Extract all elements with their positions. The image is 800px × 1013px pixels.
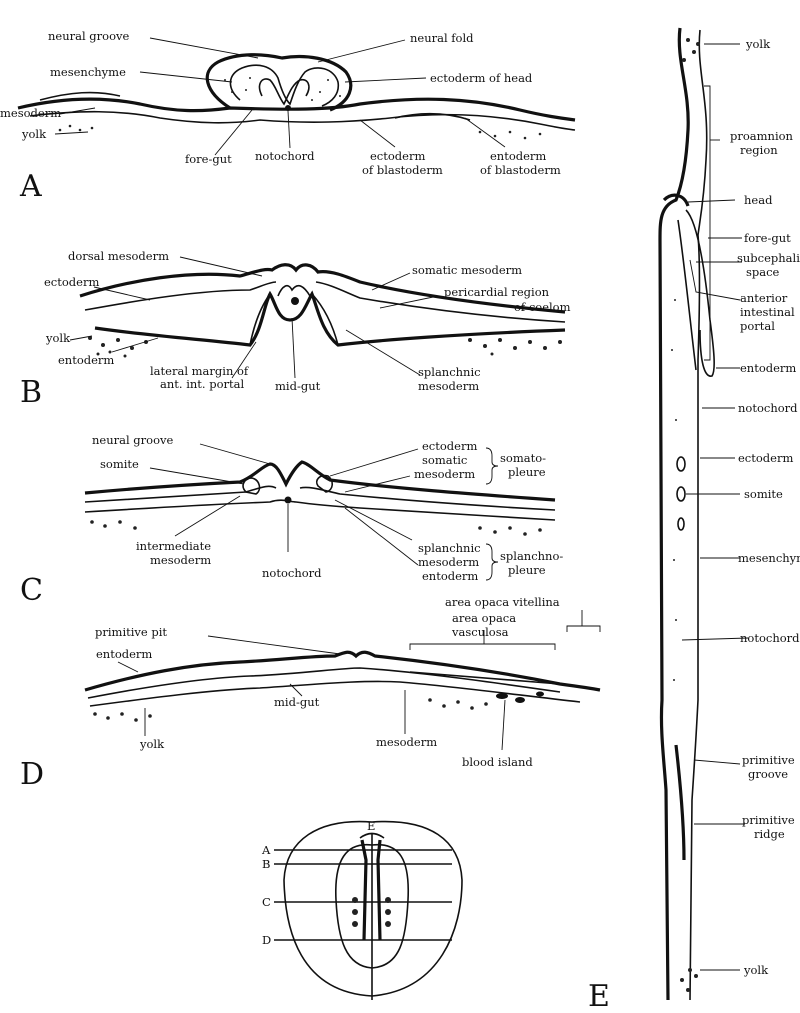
label-e-anterior-1: anterior [740, 291, 788, 305]
label-e-yolk-bottom: yolk [743, 963, 769, 977]
label-e-fore-gut: fore-gut [744, 231, 791, 245]
label-a-neural-groove: neural groove [48, 29, 130, 43]
label-e-proamnion-2: region [740, 143, 778, 157]
label-e-anterior-3: portal [740, 319, 775, 333]
label-e-ectoderm: ectoderm [738, 451, 793, 465]
label-c-intermediate-2: mesoderm [150, 553, 211, 567]
label-d-yolk: yolk [139, 737, 165, 751]
label-e-subcephalic-1: subcephalic [737, 251, 800, 265]
label-b-entoderm: entoderm [58, 353, 114, 367]
label-c-mesoderm-bottom: mesoderm [418, 555, 479, 569]
label-a-mesoderm: mesoderm [0, 106, 61, 120]
label-b-lateral-2: ant. int. portal [160, 377, 244, 391]
key-label-b: B [262, 857, 270, 871]
label-e-mesenchyme: mesenchyme [738, 551, 800, 565]
panel-c-letter: C [20, 573, 43, 608]
label-e-entoderm: entoderm [740, 361, 796, 375]
label-d-primitive-pit: primitive pit [95, 625, 167, 639]
label-b-pericardial-2: of coelom [514, 300, 571, 314]
label-e-primitive-ridge-1: primitive [742, 813, 795, 827]
key-label-c: C [262, 895, 271, 909]
label-a-entoderm-of-blastoderm-1: entoderm [490, 149, 546, 163]
label-a-entoderm-of-blastoderm-2: of blastoderm [480, 163, 561, 177]
panel-d: area opaca vitellina primitive pit area … [20, 595, 600, 792]
panel-b: dorsal mesoderm ectoderm somatic mesoder… [20, 249, 571, 410]
label-d-area-opaca-vitellina: area opaca vitellina [445, 595, 560, 609]
label-a-ectoderm-of-head: ectoderm of head [430, 71, 533, 85]
label-c-somatic: somatic [422, 453, 467, 467]
key-label-e: E [367, 819, 375, 833]
label-a-notochord: notochord [255, 149, 315, 163]
label-a-fore-gut: fore-gut [185, 152, 232, 166]
label-c-splanchnic: splanchnic [418, 541, 481, 555]
label-c-notochord: notochord [262, 566, 322, 580]
label-c-mesoderm-top: mesoderm [414, 467, 475, 481]
key-label-d: D [262, 933, 271, 947]
label-b-mid-gut: mid-gut [275, 379, 321, 393]
label-c-somatopleure-1: somato- [500, 451, 546, 465]
label-d-mid-gut: mid-gut [274, 695, 320, 709]
label-c-somatopleure-2: pleure [508, 465, 546, 479]
label-b-yolk: yolk [45, 331, 71, 345]
label-e-yolk-top: yolk [745, 37, 771, 51]
label-d-entoderm: entoderm [96, 647, 152, 661]
label-b-dorsal-mesoderm: dorsal mesoderm [68, 249, 169, 263]
panel-c: neural groove somite ectoderm somatic me… [20, 433, 563, 608]
label-a-neural-fold: neural fold [410, 31, 474, 45]
label-c-splanchnopleure-1: splanchno- [500, 549, 563, 563]
label-e-primitive-ridge-2: ridge [754, 827, 785, 841]
key-label-a: A [261, 843, 271, 857]
label-a-ectoderm-of-blastoderm-1: ectoderm [370, 149, 425, 163]
label-c-entoderm: entoderm [422, 569, 478, 583]
panel-e: yolk proamnion region head fore-gut subc… [588, 28, 800, 1013]
label-e-notochord-1: notochord [738, 401, 798, 415]
label-e-primitive-groove-1: primitive [742, 753, 795, 767]
label-e-head: head [744, 193, 773, 207]
label-d-mesoderm: mesoderm [376, 735, 437, 749]
label-e-proamnion-1: proamnion [730, 129, 794, 143]
label-b-pericardial-1: pericardial region [444, 285, 550, 299]
label-c-neural-groove: neural groove [92, 433, 174, 447]
label-d-area-opaca-vasculosa-2: vasculosa [451, 625, 509, 639]
label-a-mesenchyme: mesenchyme [50, 65, 126, 79]
panel-a-letter: A [19, 169, 42, 204]
label-c-splanchnopleure-2: pleure [508, 563, 546, 577]
panel-e-letter: E [588, 979, 610, 1013]
label-c-ectoderm: ectoderm [422, 439, 477, 453]
label-e-somite: somite [744, 487, 783, 501]
panel-a: neural groove neural fold mesenchyme ect… [0, 29, 575, 204]
panel-d-letter: D [20, 757, 44, 792]
label-b-ectoderm: ectoderm [44, 275, 99, 289]
label-b-lateral-1: lateral margin of [150, 364, 249, 378]
label-a-ectoderm-of-blastoderm-2: of blastoderm [362, 163, 443, 177]
label-e-primitive-groove-2: groove [748, 767, 788, 781]
label-d-area-opaca-vasculosa-1: area opaca [452, 611, 516, 625]
key-diagram: E A B C D [261, 819, 462, 1000]
panel-b-letter: B [20, 375, 42, 410]
label-b-somatic-mesoderm: somatic mesoderm [412, 263, 522, 277]
label-e-anterior-2: intestinal [740, 305, 795, 319]
label-c-intermediate-1: intermediate [136, 539, 211, 553]
label-c-somite: somite [100, 457, 139, 471]
label-e-notochord-2: notochord [740, 631, 800, 645]
label-d-blood-island: blood island [462, 755, 533, 769]
label-b-splanchnic-1: splanchnic [418, 365, 481, 379]
label-a-yolk: yolk [21, 127, 47, 141]
label-e-subcephalic-2: space [746, 265, 780, 279]
label-b-splanchnic-2: mesoderm [418, 379, 479, 393]
